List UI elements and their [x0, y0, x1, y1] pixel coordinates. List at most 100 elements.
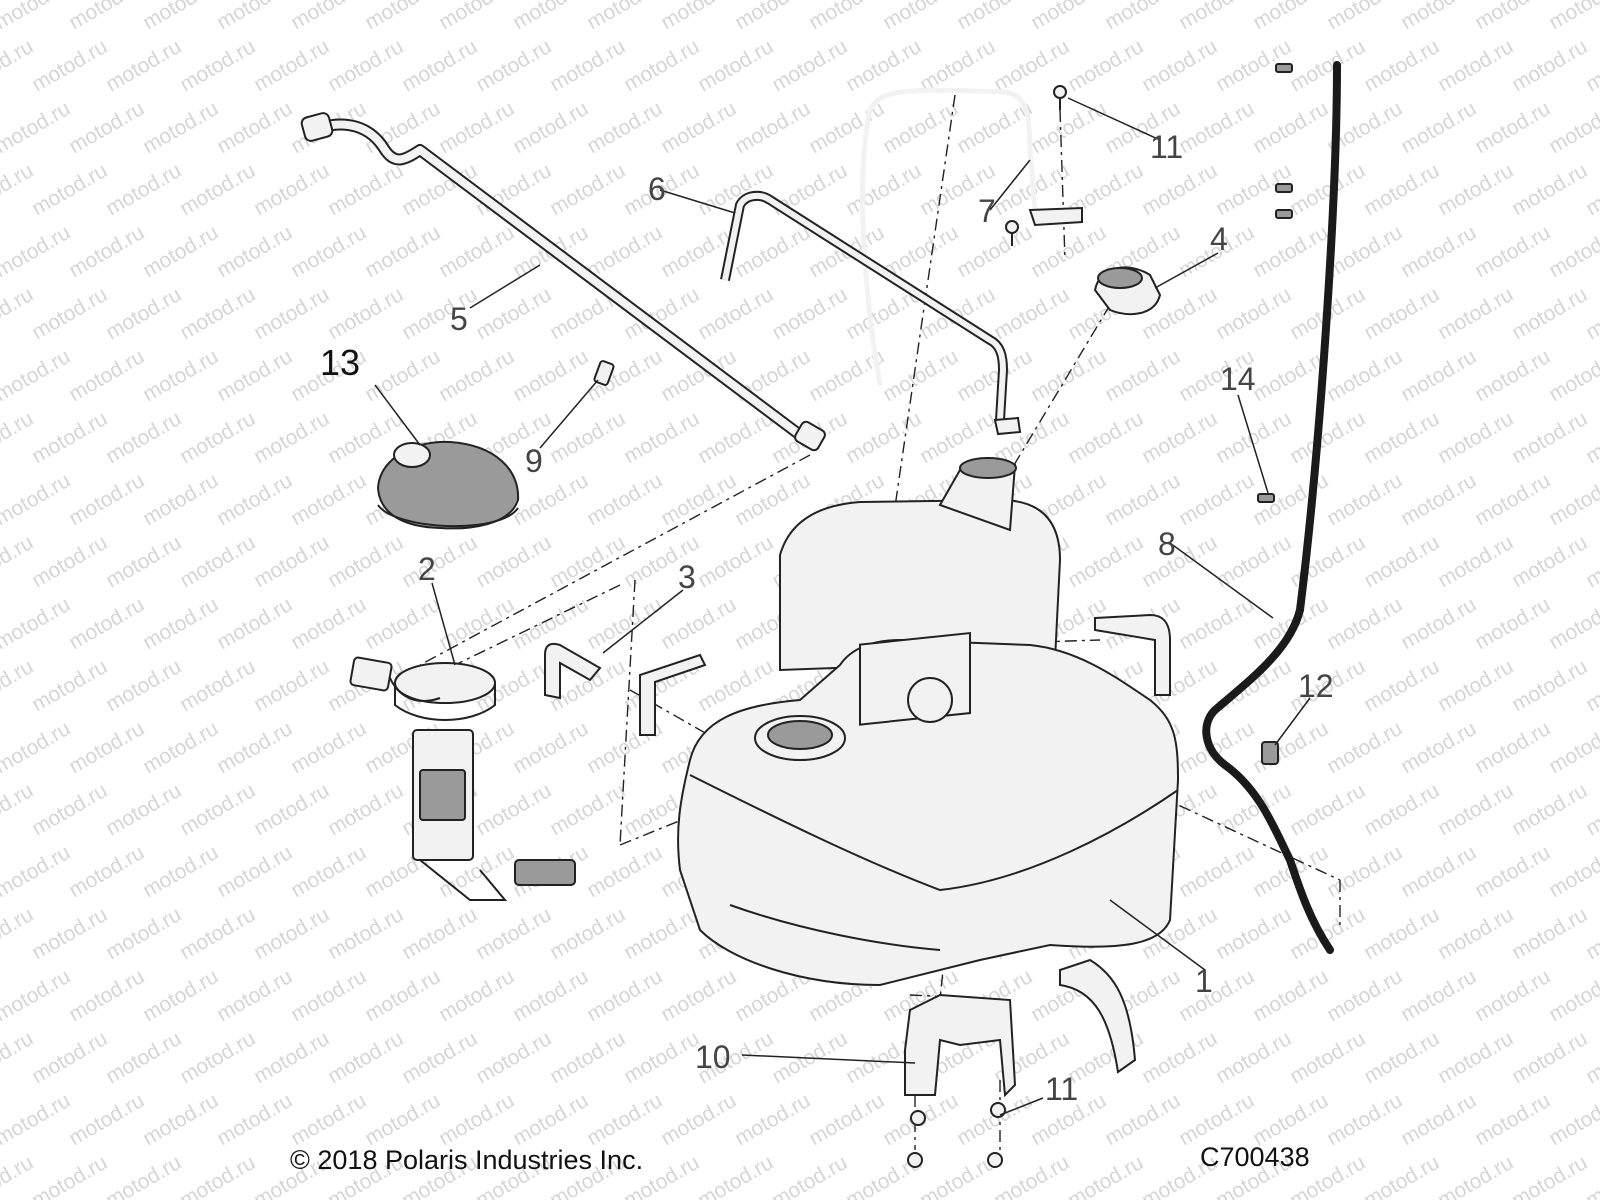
watermark-text: motod.ru — [0, 97, 74, 158]
watermark-text: motod.ru — [1397, 593, 1480, 654]
lower-bracket-part-10 — [904, 993, 1017, 1098]
watermark-text: motod.ru — [1286, 35, 1369, 96]
watermark-text: motod.ru — [953, 0, 1036, 34]
watermark-text: motod.ru — [1545, 221, 1600, 282]
watermark-text: motod.ru — [953, 1089, 1036, 1150]
watermark-text: motod.ru — [1434, 655, 1517, 716]
watermark-text: motod.ru — [546, 35, 629, 96]
watermark-text: motod.ru — [1545, 841, 1600, 902]
dome-cover-part-13 — [376, 440, 520, 530]
watermark-text: motod.ru — [102, 407, 185, 468]
watermark-text: motod.ru — [0, 469, 74, 530]
watermark-text: motod.ru — [1434, 1151, 1517, 1200]
watermark-text: motod.ru — [139, 0, 222, 34]
watermark-text: motod.ru — [28, 159, 111, 220]
watermark-text: motod.ru — [472, 159, 555, 220]
watermark-text: motod.ru — [28, 531, 111, 592]
watermark-text: motod.ru — [1508, 35, 1591, 96]
watermark-text: motod.ru — [28, 1151, 111, 1200]
watermark-text: motod.ru — [28, 779, 111, 840]
watermark-text: motod.ru — [0, 0, 74, 34]
watermark-text: motod.ru — [1360, 159, 1443, 220]
watermark-text: motod.ru — [1212, 903, 1295, 964]
watermark-text: motod.ru — [583, 593, 666, 654]
watermark-text: motod.ru — [324, 903, 407, 964]
watermark-text: motod.ru — [583, 469, 666, 530]
watermark-text: motod.ru — [546, 531, 629, 592]
watermark-text: motod.ru — [1138, 407, 1221, 468]
watermark-text: motod.ru — [583, 1089, 666, 1150]
watermark-text: motod.ru — [1434, 407, 1517, 468]
callout-12: 12 — [1298, 668, 1334, 704]
callout-13: 13 — [320, 342, 360, 383]
watermark-text: motod.ru — [102, 1151, 185, 1200]
leader-lines — [374, 97, 1311, 1116]
watermark-text: motod.ru — [1434, 1027, 1517, 1088]
watermark-text: motod.ru — [102, 283, 185, 344]
watermark-text: motod.ru — [1471, 0, 1554, 34]
watermark-text: motod.ru — [1471, 345, 1554, 406]
upper-strap-part-7 — [860, 87, 1083, 386]
callout-3: 3 — [678, 559, 696, 595]
watermark-text: motod.ru — [102, 159, 185, 220]
callout-1: 1 — [1195, 963, 1213, 999]
watermark-text: motod.ru — [1286, 407, 1369, 468]
watermark-text: motod.ru — [1471, 593, 1554, 654]
watermark-text: motod.ru — [1471, 469, 1554, 530]
watermark-text: motod.ru — [287, 221, 370, 282]
watermark-text: motod.ru — [0, 159, 37, 220]
watermark-text: motod.ru — [139, 965, 222, 1026]
watermark-text: motod.ru — [324, 159, 407, 220]
watermark-text: motod.ru — [472, 35, 555, 96]
vent-hose-part-8 — [1202, 61, 1341, 954]
watermark-text: motod.ru — [361, 221, 444, 282]
watermark-text: motod.ru — [472, 1027, 555, 1088]
watermark-text: motod.ru — [65, 345, 148, 406]
watermark-text: motod.ru — [1027, 345, 1110, 406]
watermark-text: motod.ru — [805, 0, 888, 34]
watermark-text: motod.ru — [324, 779, 407, 840]
watermark-text: motod.ru — [250, 159, 333, 220]
watermark-text: motod.ru — [139, 221, 222, 282]
watermark-text: motod.ru — [361, 97, 444, 158]
watermark-text: motod.ru — [1397, 841, 1480, 902]
callout-2: 2 — [418, 551, 436, 587]
watermark-text: motod.ru — [768, 35, 851, 96]
watermark-text: motod.ru — [546, 159, 629, 220]
watermark-text: motod.ru — [361, 0, 444, 34]
watermark-text: motod.ru — [1323, 1089, 1406, 1150]
watermark-text: motod.ru — [176, 531, 259, 592]
watermark-text: motod.ru — [0, 593, 74, 654]
watermark-text: motod.ru — [657, 593, 740, 654]
watermark-text: motod.ru — [213, 841, 296, 902]
watermark-text: motod.ru — [1249, 97, 1332, 158]
watermark-text: motod.ru — [398, 531, 481, 592]
watermark-text: motod.ru — [1064, 35, 1147, 96]
watermark-text: motod.ru — [1138, 159, 1221, 220]
watermark-text: motod.ru — [1434, 35, 1517, 96]
watermark-text: motod.ru — [1175, 0, 1258, 34]
watermark-text: motod.ru — [139, 469, 222, 530]
watermark-text: motod.ru — [65, 221, 148, 282]
watermark-text: motod.ru — [65, 0, 148, 34]
watermark-text: motod.ru — [1286, 531, 1369, 592]
watermark-text: motod.ru — [1212, 407, 1295, 468]
watermark-text: motod.ru — [139, 593, 222, 654]
watermark-text: motod.ru — [1360, 903, 1443, 964]
watermark-text: motod.ru — [139, 717, 222, 778]
watermark-text: motod.ru — [1397, 97, 1480, 158]
watermark-text: motod.ru — [583, 221, 666, 282]
watermark-text: motod.ru — [65, 717, 148, 778]
watermark-text: motod.ru — [1471, 717, 1554, 778]
watermark-text: motod.ru — [1027, 0, 1110, 34]
bolt-near-strap — [1005, 220, 1019, 246]
copyright-text: © 2018 Polaris Industries Inc. — [290, 1145, 644, 1175]
watermark-text: motod.ru — [250, 1027, 333, 1088]
watermark-text: motod.ru — [102, 531, 185, 592]
watermark-text: motod.ru — [1397, 965, 1480, 1026]
watermark-text: motod.ru — [805, 1089, 888, 1150]
watermark-text: motod.ru — [1545, 965, 1600, 1026]
watermark-text: motod.ru — [1508, 159, 1591, 220]
watermark-text: motod.ru — [287, 469, 370, 530]
watermark-text: motod.ru — [657, 1089, 740, 1150]
